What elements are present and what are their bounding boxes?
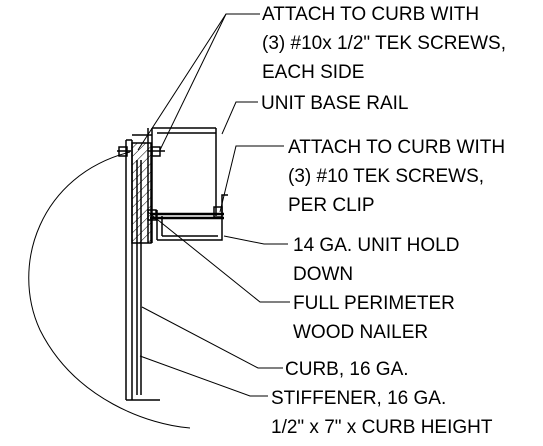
svg-text:WOOD NAILER: WOOD NAILER <box>293 322 428 343</box>
svg-text:(3) #10 TEK SCREWS,: (3) #10 TEK SCREWS, <box>288 166 484 187</box>
svg-text:DOWN: DOWN <box>293 264 353 285</box>
svg-text:UNIT BASE RAIL: UNIT BASE RAIL <box>261 93 408 114</box>
svg-text:FULL PERIMETER: FULL PERIMETER <box>293 293 455 314</box>
leader-lines <box>137 13 290 397</box>
note-hold-down: 14 GA. UNIT HOLD DOWN <box>293 235 459 285</box>
note-attach-tek-screws: ATTACH TO CURB WITH (3) #10x 1/2" TEK SC… <box>262 4 506 83</box>
wood-nailer-block <box>131 142 152 244</box>
note-attach-per-clip: ATTACH TO CURB WITH (3) #10 TEK SCREWS, … <box>288 137 505 216</box>
unit-outline-arc <box>28 151 191 429</box>
svg-text:(3) #10x 1/2" TEK SCREWS,: (3) #10x 1/2" TEK SCREWS, <box>262 33 506 54</box>
svg-text:STIFFENER, 16 GA.: STIFFENER, 16 GA. <box>271 388 446 409</box>
note-stiffener: STIFFENER, 16 GA. 1/2" x 7" x CURB HEIGH… <box>271 388 493 438</box>
note-wood-nailer: FULL PERIMETER WOOD NAILER <box>293 293 455 343</box>
hold-down-clip <box>147 194 228 241</box>
svg-text:PER CLIP: PER CLIP <box>288 195 375 216</box>
note-unit-base-rail: UNIT BASE RAIL <box>261 93 408 114</box>
svg-text:14 GA. UNIT HOLD: 14 GA. UNIT HOLD <box>293 235 459 256</box>
unit-base-rail-profile <box>147 127 217 243</box>
svg-text:ATTACH TO CURB WITH: ATTACH TO CURB WITH <box>262 4 479 25</box>
top-screws <box>117 146 165 157</box>
svg-text:EACH SIDE: EACH SIDE <box>262 62 364 83</box>
svg-text:CURB, 16 GA.: CURB, 16 GA. <box>285 359 409 380</box>
note-curb: CURB, 16 GA. <box>285 359 409 380</box>
svg-text:1/2" x 7" x CURB HEIGHT: 1/2" x 7" x CURB HEIGHT <box>271 417 493 438</box>
svg-text:ATTACH TO CURB WITH: ATTACH TO CURB WITH <box>288 137 505 158</box>
